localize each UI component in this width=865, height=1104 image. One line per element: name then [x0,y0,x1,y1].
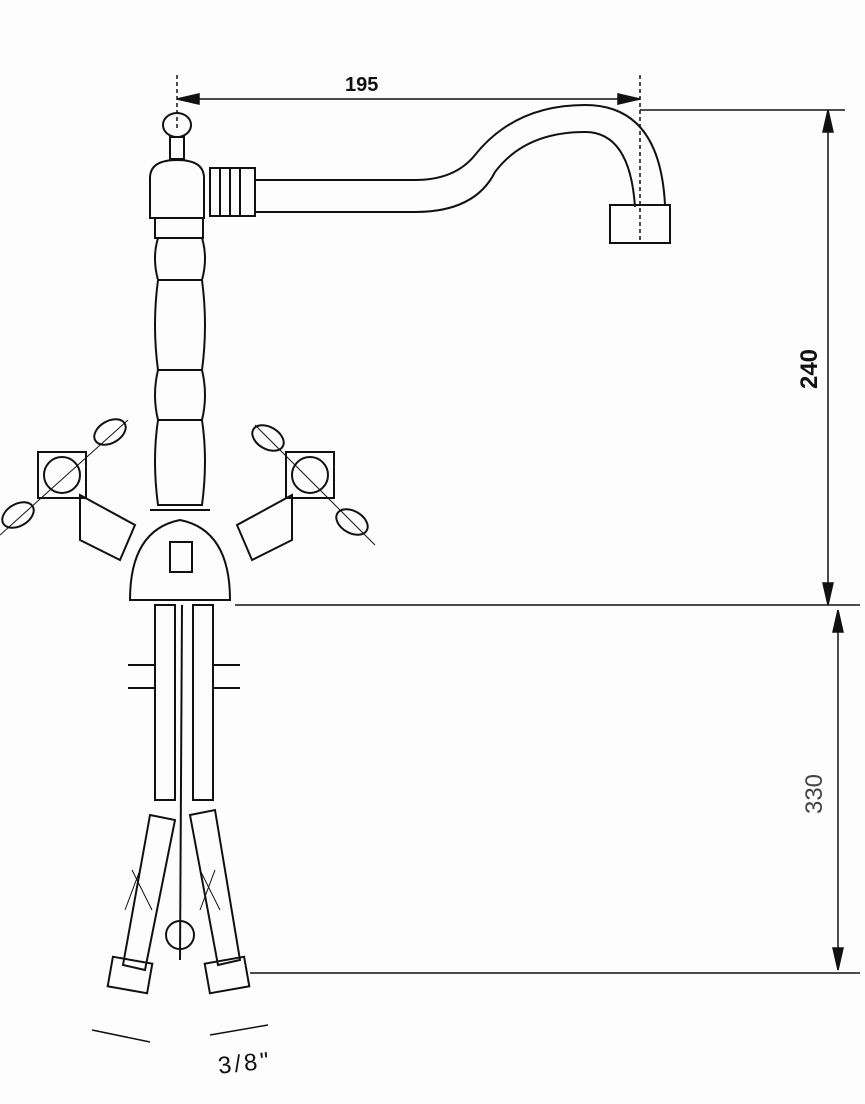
faucet-body [128,112,256,601]
connection-size-label: 3/8" [216,1047,274,1080]
dimension-330-label: 330 [801,773,828,815]
dimension-connection-line [91,1024,269,1043]
right-handle [235,424,376,562]
dimension-330-line [250,609,860,974]
left-handle [0,418,137,562]
supply-hoses [106,604,251,995]
dimension-195-line [176,75,641,240]
dimension-240-line [235,109,860,606]
dimension-195-label: 195 [345,74,379,96]
spout [255,103,671,244]
dimension-240-label: 240 [796,348,823,390]
